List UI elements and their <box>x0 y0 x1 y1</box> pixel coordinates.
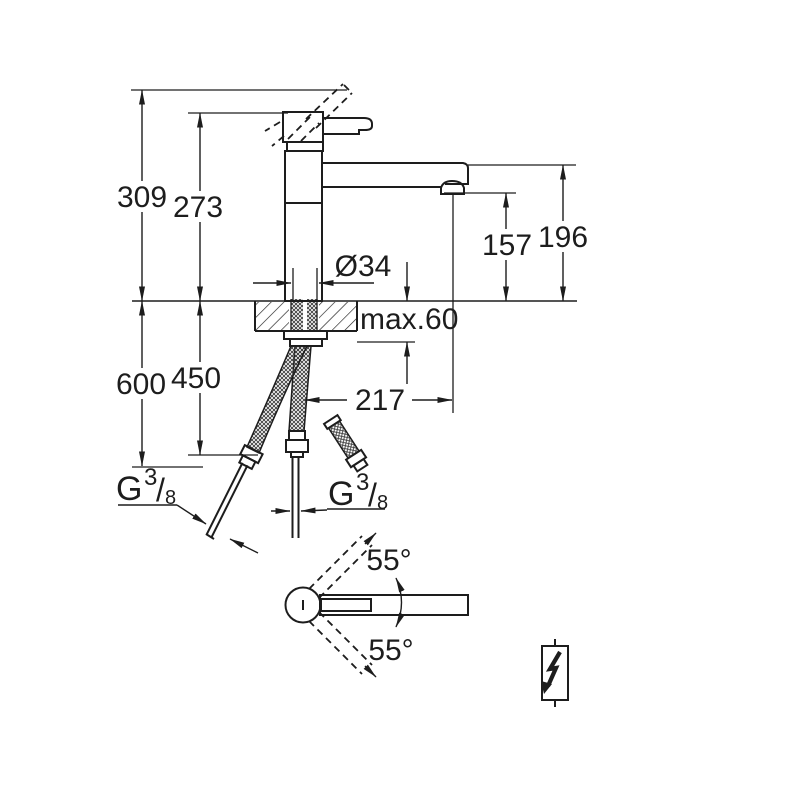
swivel-arc <box>395 577 405 628</box>
label-backgrounds <box>115 181 589 399</box>
flex-hose-detached <box>322 413 369 473</box>
dim-g38-right-arrow-right <box>300 507 328 514</box>
handle-lever <box>322 117 373 135</box>
body-collar <box>286 141 324 152</box>
dim-label-450: 450 <box>171 362 221 395</box>
handle-lowered-dashed <box>264 121 285 147</box>
spout <box>322 162 469 188</box>
aerator <box>440 179 465 195</box>
dim-label-273: 273 <box>173 191 223 224</box>
dim-label-217: 217 <box>355 384 405 417</box>
tube-arrow-lower <box>229 538 259 554</box>
angle-label-lower: 55° <box>368 634 413 667</box>
lever-position-upper <box>308 532 377 599</box>
dim-label-157: 157 <box>482 229 532 262</box>
topview-handle <box>320 598 372 612</box>
dim-label-309: 309 <box>117 181 167 214</box>
angle-label-upper: 55° <box>366 544 411 577</box>
handle-inside-dashed <box>287 114 320 142</box>
lightning-bolt-arrowhead <box>541 681 552 694</box>
top-view <box>284 532 469 678</box>
countertop-slab <box>254 301 358 332</box>
dim-label-600: 600 <box>116 368 166 401</box>
dim-label-dia34: Ø34 <box>335 250 392 283</box>
mounting-nut <box>283 330 328 347</box>
dimension-labels: 309 273 157 196 Ø34 max.60 600 450 217 5… <box>116 181 588 667</box>
lever-position-lower <box>308 611 377 678</box>
flex-hose-left <box>205 345 309 540</box>
front-view <box>132 83 577 540</box>
lightning-bolt-icon <box>545 650 562 687</box>
g38-left-leader <box>176 504 207 525</box>
dim-label-max60: max.60 <box>360 303 458 336</box>
thread-label-left: G 3 / 8 <box>116 464 176 509</box>
dim-label-196: 196 <box>538 221 588 254</box>
mounting-shank <box>290 299 318 331</box>
low-voltage-water-heater-symbol <box>541 639 569 707</box>
symbol-frame <box>541 645 569 701</box>
thread-label-right: G 3 / 8 <box>328 469 388 514</box>
